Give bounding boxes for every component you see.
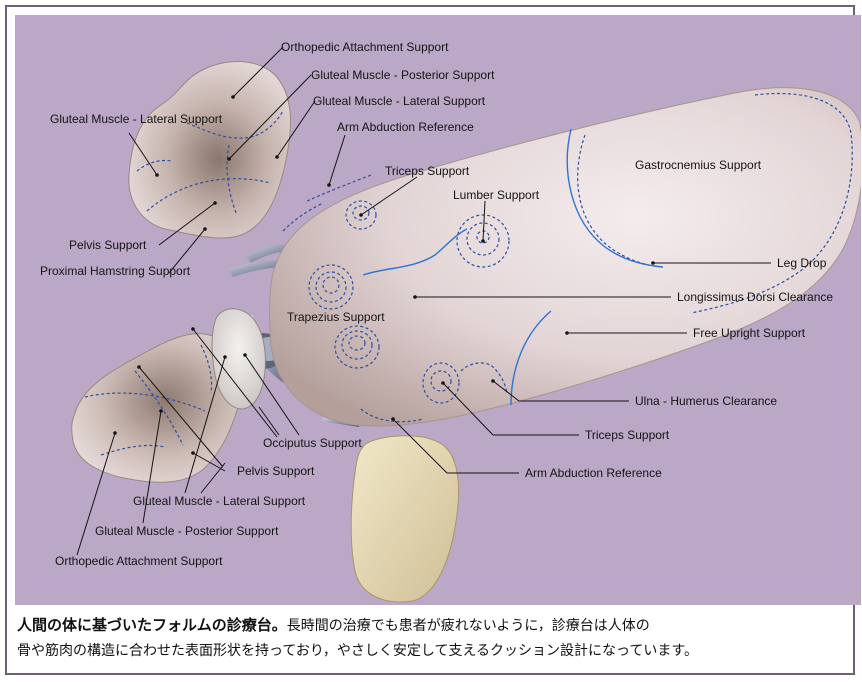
label-triceps-bottom: Triceps Support <box>585 428 670 442</box>
label-triceps-top: Triceps Support <box>385 164 470 178</box>
caption: 人間の体に基づいたフォルムの診療台。長時間の治療でも患者が疲れないように，診療台… <box>17 613 857 664</box>
label-trapezius: Trapezius Support <box>287 310 385 324</box>
label-gluteal-lateral-top: Gluteal Muscle - Lateral Support <box>313 94 486 108</box>
side-arm-pad <box>351 436 458 602</box>
label-pelvis-upper: Pelvis Support <box>69 238 147 252</box>
diagram-panel: Orthopedic Attachment Support Gluteal Mu… <box>15 15 861 605</box>
caption-line-1: 人間の体に基づいたフォルムの診療台。長時間の治療でも患者が疲れないように，診療台… <box>17 613 857 639</box>
label-pelvis-lower: Pelvis Support <box>237 464 315 478</box>
label-gastrocnemius: Gastrocnemius Support <box>635 158 762 172</box>
label-occiputus: Occiputus Support <box>263 436 362 450</box>
label-arm-abduction-bottom: Arm Abduction Reference <box>525 466 662 480</box>
caption-lead: 人間の体に基づいたフォルムの診療台。 <box>17 616 287 634</box>
label-ulna-humerus: Ulna - Humerus Clearance <box>635 394 777 408</box>
caption-line-2: 骨や筋肉の構造に合わせた表面形状を持っており，やさしく安定して支えるクッション設… <box>17 639 857 664</box>
label-longissimus: Longissimus Dorsi Clearance <box>677 290 833 304</box>
label-orthopedic-attachment-bottom: Orthopedic Attachment Support <box>55 554 223 568</box>
label-gluteal-posterior-top: Gluteal Muscle - Posterior Support <box>311 68 495 82</box>
main-body-cushion <box>270 88 862 426</box>
caption-text-1: 長時間の治療でも患者が疲れないように，診療台は人体の <box>287 618 650 634</box>
upper-hip-cushion <box>129 62 291 239</box>
label-gluteal-posterior-bottom: Gluteal Muscle - Posterior Support <box>95 524 279 538</box>
label-proximal-hamstring: Proximal Hamstring Support <box>40 264 191 278</box>
label-lumber: Lumber Support <box>453 188 540 202</box>
treatment-table-diagram: Orthopedic Attachment Support Gluteal Mu… <box>15 15 861 605</box>
label-arm-abduction-top: Arm Abduction Reference <box>337 120 474 134</box>
label-leg-drop: Leg Drop <box>777 256 827 270</box>
figure-frame: Orthopedic Attachment Support Gluteal Mu… <box>5 5 855 675</box>
label-orthopedic-attachment-top: Orthopedic Attachment Support <box>281 40 449 54</box>
label-gluteal-lateral-bottom: Gluteal Muscle - Lateral Support <box>133 494 306 508</box>
label-gluteal-lateral-left: Gluteal Muscle - Lateral Support <box>50 112 223 126</box>
label-free-upright: Free Upright Support <box>693 326 806 340</box>
